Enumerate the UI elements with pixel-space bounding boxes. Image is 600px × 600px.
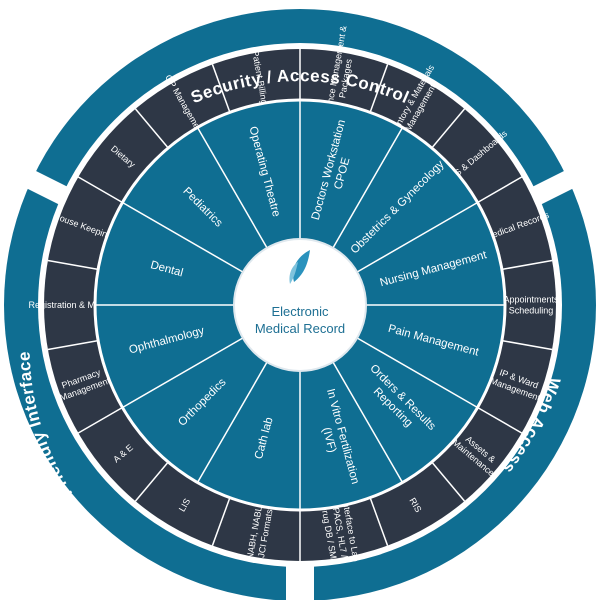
ring-item-interface-to-lab-pacs-hl7-drug-db-sms: Interface to LabPACS, HL7 /Drug DB / SMS bbox=[319, 499, 361, 566]
center-title-line2: Medical Record bbox=[255, 321, 345, 336]
module-divider bbox=[356, 337, 478, 409]
dark-ring-dividers bbox=[47, 49, 553, 561]
ring-item-divider bbox=[431, 461, 466, 502]
ring-item-divider bbox=[77, 176, 123, 204]
center-title-line1: Electronic bbox=[271, 304, 329, 319]
module-dividers bbox=[95, 100, 505, 510]
ring-item-divider bbox=[134, 461, 169, 502]
ring-item-divider bbox=[134, 108, 169, 149]
module-divider bbox=[122, 201, 244, 273]
ring-item-divider bbox=[501, 339, 553, 351]
module-divider bbox=[332, 361, 404, 483]
ring-item-divider bbox=[211, 497, 231, 546]
module-divider bbox=[356, 201, 478, 273]
ring-item-divider bbox=[501, 259, 553, 271]
ring-item-divider bbox=[77, 406, 123, 434]
module-divider bbox=[196, 361, 268, 483]
ring-item-divider bbox=[431, 108, 466, 149]
ring-item-divider bbox=[211, 64, 231, 113]
ring-item-divider bbox=[369, 64, 389, 113]
module-divider bbox=[122, 337, 244, 409]
ring-item-divider bbox=[369, 497, 389, 546]
module-divider bbox=[196, 127, 268, 249]
center-circle bbox=[233, 238, 367, 372]
leaf-logo-icon bbox=[289, 250, 310, 284]
ring-item-divider bbox=[477, 406, 523, 434]
ring-item-divider bbox=[47, 259, 99, 271]
ring-item-divider bbox=[477, 176, 523, 204]
ring-item-divider bbox=[47, 339, 99, 351]
outer-separators bbox=[22, 168, 578, 600]
module-divider bbox=[332, 127, 404, 249]
ring-item-registration-mpix: Registration & MPIX bbox=[28, 300, 109, 310]
